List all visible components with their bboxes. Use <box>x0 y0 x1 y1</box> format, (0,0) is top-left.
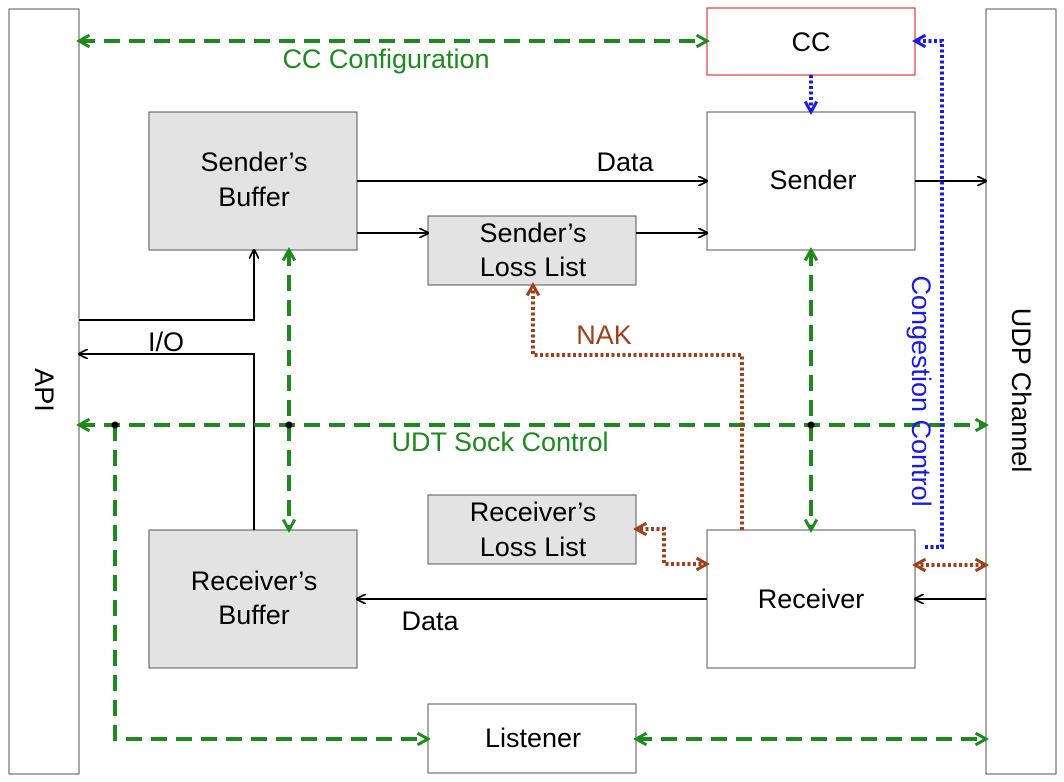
senders-buffer-box <box>148 111 358 251</box>
listener-label: Listener <box>485 723 581 753</box>
nak-label: NAK <box>576 320 632 350</box>
junction-dot <box>807 421 815 429</box>
udt-sock-control-label: UDT Sock Control <box>391 427 608 457</box>
cc-configuration-label: CC Configuration <box>282 44 489 74</box>
junction-dot <box>285 421 293 429</box>
nak-line <box>533 285 744 530</box>
congestion-control-line <box>915 41 944 549</box>
receivers-buffer-label: Buffer <box>218 600 290 630</box>
junction-dot <box>111 421 119 429</box>
receiver-label: Receiver <box>758 584 865 614</box>
receivers-buffer-label: Receiver’s <box>191 566 318 596</box>
listener-box <box>427 703 637 774</box>
receivers-loss-list-box <box>427 494 637 565</box>
senders-buffer-label: Buffer <box>218 182 290 212</box>
api-label: API <box>29 368 59 412</box>
senders-loss-list-box <box>427 215 637 286</box>
udp-channel-label: UDP Channel <box>1006 308 1036 473</box>
sender-box <box>706 111 916 251</box>
io-arrow-receivers-buffer-to-api <box>79 354 255 530</box>
senders-buffer-label: Sender’s <box>200 147 307 177</box>
io-arrow-api-to-senders-buffer <box>79 250 254 321</box>
receivers-loss-list-label: Loss List <box>480 532 587 562</box>
data-top-label: Data <box>596 147 654 177</box>
data-bottom-label: Data <box>401 606 459 636</box>
receiver-box <box>706 529 916 669</box>
io-label: I/O <box>148 327 184 357</box>
receivers-loss-list-label: Receiver’s <box>470 497 597 527</box>
senders-loss-list-label: Sender’s <box>479 218 586 248</box>
receivers-buffer-box <box>148 529 358 669</box>
api-bar <box>8 8 80 775</box>
cc-box <box>706 7 916 76</box>
sender-label: Sender <box>769 165 856 195</box>
senders-loss-list-label: Loss List <box>480 252 587 282</box>
receiver-loss-list-link <box>636 529 707 564</box>
congestion-control-label: Congestion Control <box>906 275 936 506</box>
control-api-to-listener <box>113 425 428 739</box>
cc-label: CC <box>792 27 831 57</box>
udp-channel-bar <box>985 8 1057 775</box>
